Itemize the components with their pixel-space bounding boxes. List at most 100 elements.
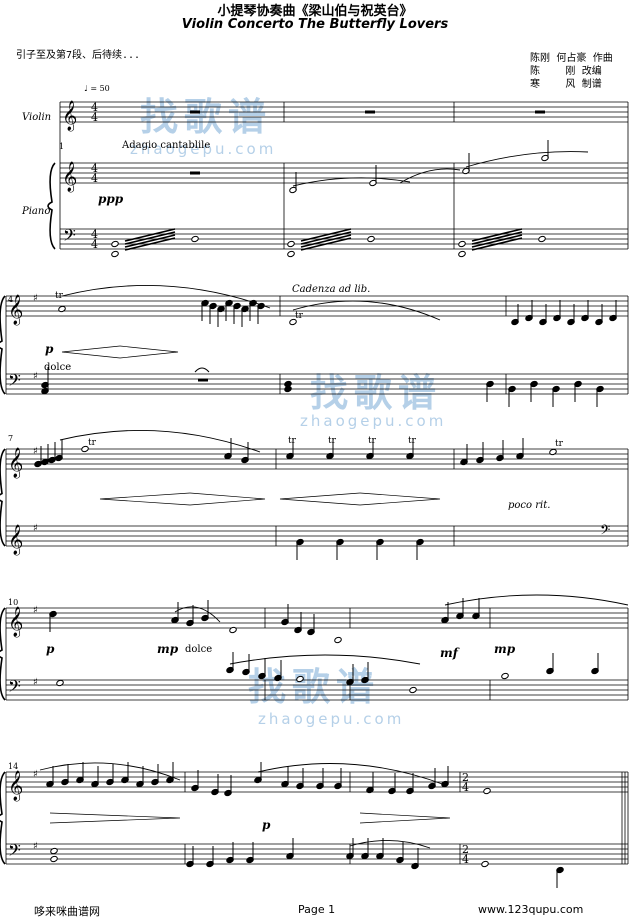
tremolo-beam [471, 228, 523, 242]
dynamic-p-system5: p [262, 818, 271, 832]
slur [257, 763, 446, 786]
decrescendo-hairpin [359, 492, 441, 506]
trill-mark: tr [88, 438, 97, 448]
trill-mark: tr [328, 436, 337, 446]
time-signature-top: 2 [462, 771, 469, 784]
time-signature-top: 2 [462, 843, 469, 856]
tremolo-beam [124, 231, 176, 245]
note-head [50, 847, 58, 855]
credit-composer: 陈刚 何占豪 作曲 [530, 53, 613, 64]
treble-clef-icon: 𝄞 [8, 770, 23, 802]
note-head [409, 686, 417, 694]
watermark-url-3: zhaogepu.com [258, 710, 405, 728]
tempo-mark: ♩ = 50 [84, 84, 110, 93]
sharp-key-signature: ♯ [33, 769, 38, 780]
time-signature-bottom: 4 [462, 853, 469, 866]
dynamic-mp-system4: mp [157, 642, 179, 656]
footer-page-number: Page 1 [298, 903, 336, 916]
note-head [483, 787, 491, 795]
treble-clef-icon: 𝄞 [62, 100, 77, 132]
time-signature-top: 4 [91, 228, 98, 241]
bass-clef-icon: 𝄢 [8, 370, 21, 394]
trill-mark: tr [368, 436, 377, 446]
note-head [367, 235, 375, 243]
slur [465, 151, 589, 168]
note-head [287, 240, 295, 248]
note-head [289, 318, 297, 326]
sharp-key-signature: ♯ [33, 841, 38, 852]
note-head [287, 250, 295, 258]
sharp-key-signature: ♯ [33, 523, 38, 534]
treble-clef-icon: 𝄞 [62, 161, 77, 193]
dynamic-mp-system4b: mp [494, 642, 516, 656]
note-head [284, 385, 292, 393]
time-signature-bottom: 4 [462, 781, 469, 794]
slur [61, 284, 271, 309]
treble-clef-icon: 𝄞 [8, 606, 23, 638]
crescendo-hairpin [99, 492, 191, 506]
tremolo-beam [300, 228, 352, 242]
note-head [458, 240, 466, 248]
note-head [501, 672, 509, 680]
dynamic-ppp: ppp [98, 192, 124, 206]
decrescendo-hairpin [359, 812, 451, 824]
tremolo-beam [300, 234, 352, 248]
note-head [56, 679, 64, 687]
note-head [81, 445, 89, 453]
instrument-label-piano: Piano [22, 206, 51, 217]
trill-mark: tr [288, 436, 297, 446]
bass-clef-icon: 𝄢 [600, 522, 610, 541]
fermata-icon [194, 367, 210, 373]
note-head [549, 448, 557, 456]
note-head [538, 235, 546, 243]
piano-brace [47, 162, 56, 250]
treble-clef-icon: 𝄞 [8, 524, 23, 556]
crescendo-hairpin [61, 345, 121, 359]
trill-mark: tr [295, 311, 304, 321]
slur [292, 300, 441, 321]
measure-number-7: 7 [8, 434, 14, 443]
note-head [458, 250, 466, 258]
measure-number-4: 4 [8, 295, 14, 304]
time-signature-bottom: 4 [91, 238, 98, 251]
dynamic-p-system2: p [45, 342, 54, 356]
note-head [481, 860, 489, 868]
measure-number-14: 14 [8, 762, 19, 771]
note-head [229, 626, 237, 634]
sharp-key-signature: ♯ [33, 446, 38, 457]
note-head [50, 855, 58, 863]
bass-clef-icon: 𝄢 [63, 225, 76, 249]
poco-rit-text: poco rit. [508, 500, 551, 511]
watermark-url-1: zhaogepu.com [130, 140, 277, 158]
watermark-logo-2: 找歌谱 [310, 371, 443, 415]
tempo-text: Adagio cantablile [122, 140, 211, 151]
piano-brace [0, 295, 6, 395]
dolce-text-2: dolce [185, 644, 213, 655]
slur [292, 177, 411, 187]
dynamic-mf: mf [440, 646, 458, 660]
time-signature-bottom: 4 [91, 172, 98, 185]
cadenza-text: Cadenza ad lib. [292, 284, 371, 295]
note-head [334, 636, 342, 644]
tremolo-beam [471, 234, 523, 248]
dynamic-p-system4: p [46, 642, 55, 656]
score-title: 小提琴协奏曲《梁山伯与祝英台》 [217, 4, 413, 19]
trill-mark: tr [555, 439, 564, 449]
slur [229, 654, 421, 665]
instrument-label-violin: Violin [22, 112, 52, 123]
note-head [111, 240, 119, 248]
watermark-url-2: zhaogepu.com [300, 412, 447, 430]
bass-clef-icon: 𝄢 [8, 676, 21, 700]
sharp-key-signature: ♯ [33, 677, 38, 688]
trill-mark: tr [408, 436, 417, 446]
time-signature-top: 4 [91, 162, 98, 175]
sharp-key-signature: ♯ [33, 605, 38, 616]
sharp-key-signature: ♯ [33, 371, 38, 382]
slur [174, 606, 221, 623]
credit-engraver: 寒 风 制谱 [530, 79, 602, 90]
treble-clef-icon: 𝄞 [8, 447, 23, 479]
decrescendo-hairpin [119, 345, 179, 359]
score-subtitle: Violin Concerto The Butterfly Lovers [181, 17, 449, 32]
note-head [296, 675, 304, 683]
